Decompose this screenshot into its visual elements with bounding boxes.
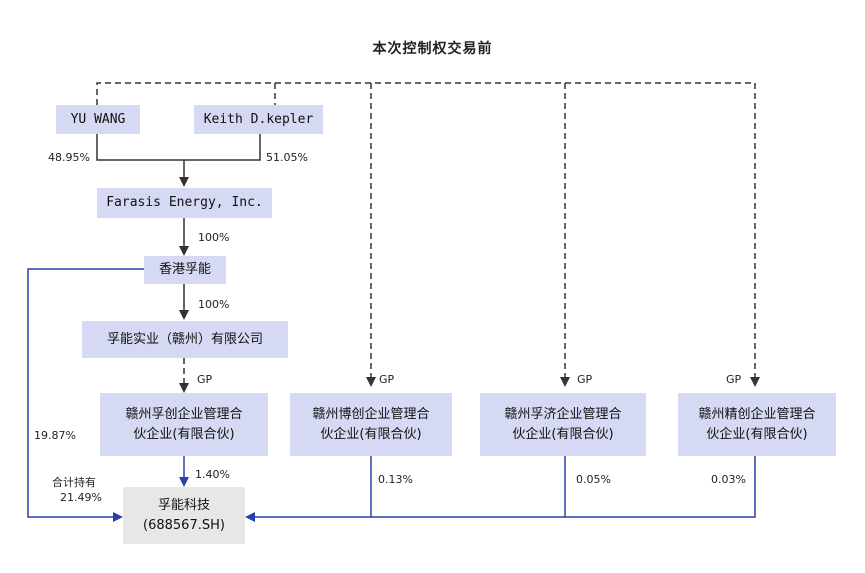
farasis-to-hk-percentage: 100% <box>198 231 230 244</box>
jingchuang-percentage: 0.03% <box>711 473 746 486</box>
combined-holding-percentage: 21.49% <box>60 491 102 504</box>
node-farasis-technology-name: 孚能科技 <box>157 497 210 513</box>
node-ganzhou-bochuang-line2: 伙企业(有限合伙) <box>320 426 422 442</box>
node-ganzhou-jingchuang-line1: 赣州精创企业管理合 <box>698 406 816 422</box>
gp-label-fuji: GP <box>577 373 593 386</box>
node-ganzhou-jingchuang: 赣州精创企业管理合 伙企业(有限合伙) <box>678 393 836 456</box>
node-ganzhou-bochuang-line1: 赣州博创企业管理合 <box>312 406 430 422</box>
diagram-title: 本次控制权交易前 <box>372 41 493 57</box>
hk-direct-percentage: 19.87% <box>34 429 76 442</box>
gp-label-fuchuang: GP <box>197 373 213 386</box>
node-ganzhou-fuji: 赣州孚济企业管理合 伙企业(有限合伙) <box>480 393 646 456</box>
target-lines <box>27 268 756 522</box>
node-farasis-energy: Farasis Energy, Inc. <box>97 188 272 218</box>
ownership-lines <box>96 134 261 320</box>
node-ganzhou-bochuang: 赣州博创企业管理合 伙企业(有限合伙) <box>290 393 452 456</box>
node-hk-farasis: 香港孚能 <box>144 256 226 284</box>
gp-label-bochuang: GP <box>379 373 395 386</box>
node-farasis-industry: 孚能实业（赣州）有限公司 <box>82 321 288 358</box>
combined-holding-label: 合计持有 <box>52 476 96 489</box>
node-farasis-technology: 孚能科技 (688567.SH) <box>123 487 245 544</box>
gp-label-jingchuang: GP <box>726 373 742 386</box>
node-farasis-technology-code: (688567.SH) <box>143 517 225 533</box>
yu-wang-percentage: 48.95% <box>48 151 90 164</box>
node-ganzhou-jingchuang-line2: 伙企业(有限合伙) <box>706 426 808 442</box>
node-yu-wang: YU WANG <box>56 105 140 134</box>
node-keith-kepler: Keith D.kepler <box>194 105 323 134</box>
bochuang-percentage: 0.13% <box>378 473 413 486</box>
node-ganzhou-fuji-line2: 伙企业(有限合伙) <box>512 426 614 442</box>
fuji-percentage: 0.05% <box>576 473 611 486</box>
fuchuang-percentage: 1.40% <box>195 468 230 481</box>
hk-to-industry-percentage: 100% <box>198 298 230 311</box>
node-ganzhou-fuchuang-line1: 赣州孚创企业管理合 <box>125 406 243 422</box>
node-ganzhou-fuchuang: 赣州孚创企业管理合 伙企业(有限合伙) <box>100 393 268 456</box>
node-ganzhou-fuji-line1: 赣州孚济企业管理合 <box>504 406 622 422</box>
keith-percentage: 51.05% <box>266 151 308 164</box>
dashed-control-lines <box>96 82 760 393</box>
node-ganzhou-fuchuang-line2: 伙企业(有限合伙) <box>133 426 235 442</box>
